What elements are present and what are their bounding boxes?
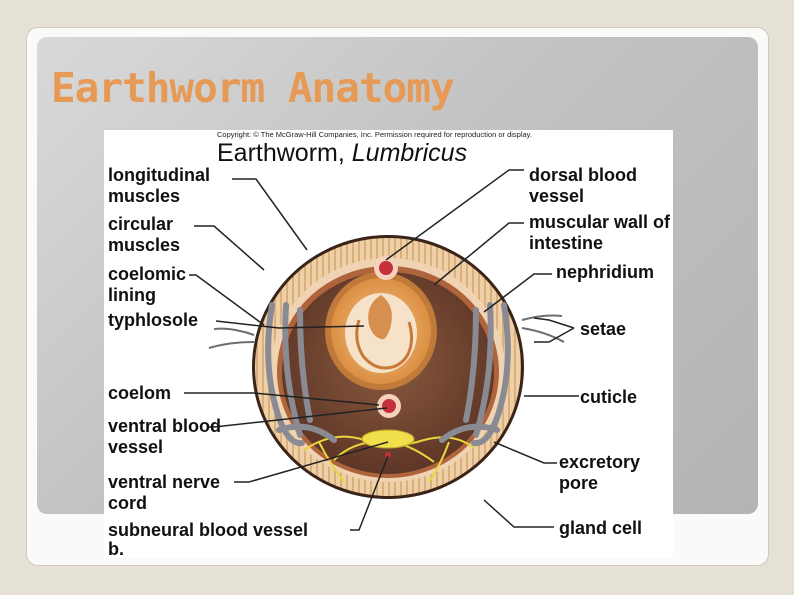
intestine — [325, 272, 437, 390]
label-circular-muscles: circular muscles — [108, 214, 198, 256]
copyright-notice: Copyright: © The McGraw-Hill Companies, … — [217, 130, 532, 139]
label-gland-cell: gland cell — [559, 518, 642, 539]
panel-letter: b. — [108, 539, 124, 560]
label-dorsal-blood-vessel: dorsal blood vessel — [529, 165, 664, 207]
label-coelomic-lining: coelomic lining — [108, 264, 203, 306]
label-excretory-pore: excretory pore — [559, 452, 659, 494]
label-nephridium: nephridium — [556, 262, 654, 283]
label-typhlosole: typhlosole — [108, 310, 198, 331]
ventral-blood-vessel — [377, 394, 401, 418]
label-coelom: coelom — [108, 383, 171, 404]
figure-title-italic: Lumbricus — [352, 139, 467, 167]
label-subneural-blood-vessel: subneural blood vessel — [108, 520, 308, 541]
label-cuticle: cuticle — [580, 387, 637, 408]
label-muscular-wall-of-intestine: muscular wall of intestine — [529, 212, 673, 254]
label-longitudinal-muscles: longitudinal muscles — [108, 165, 232, 207]
label-ventral-blood-vessel: ventral blood vessel — [108, 416, 244, 458]
earthworm-figure: Copyright: © The McGraw-Hill Companies, … — [104, 130, 673, 558]
ventral-nerve-cord — [362, 430, 414, 448]
slide-title: Earthworm Anatomy — [51, 64, 454, 112]
label-ventral-nerve-cord: ventral nerve cord — [108, 472, 248, 514]
figure-title: Earthworm, Lumbricus — [217, 139, 467, 167]
figure-title-main: Earthworm, — [217, 139, 352, 167]
label-setae: setae — [580, 319, 626, 340]
